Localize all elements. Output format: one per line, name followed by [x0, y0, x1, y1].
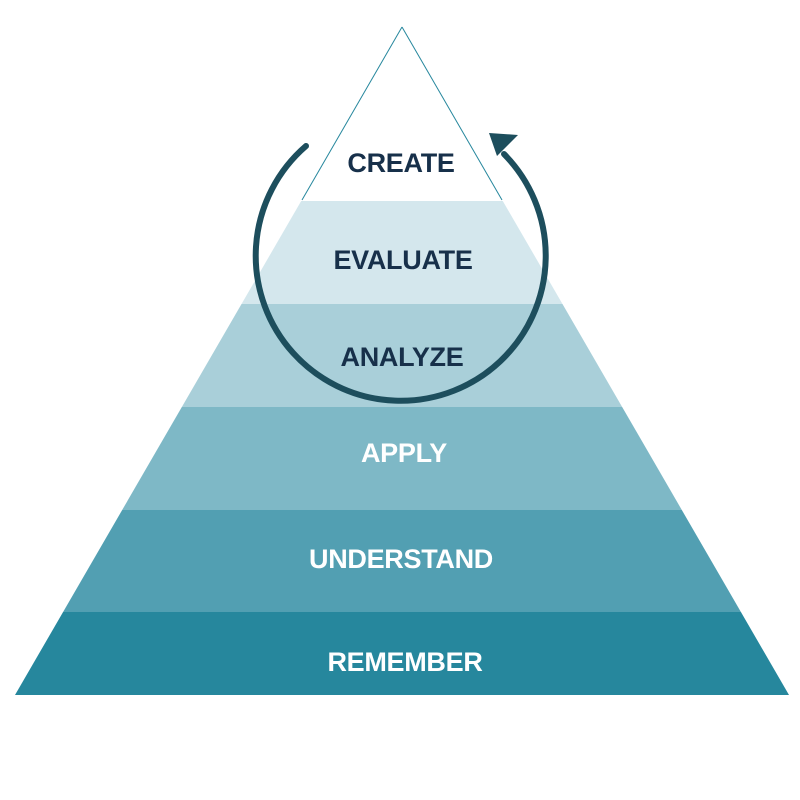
- level-label-create: CREATE: [347, 148, 454, 178]
- pyramid-outline-right: [401, 26, 503, 201]
- cycle-arrow-head: [489, 133, 518, 156]
- pyramid-level-understand: [15, 510, 789, 612]
- level-label-apply: APPLY: [361, 438, 447, 468]
- cycle-arrow-arc: [252, 143, 549, 404]
- level-label-analyze: ANALYZE: [341, 342, 464, 372]
- level-labels: CREATE EVALUATE ANALYZE APPLY UNDERSTAND…: [309, 148, 493, 677]
- level-label-evaluate: EVALUATE: [333, 245, 472, 275]
- pyramid-outline-left: [301, 26, 403, 201]
- level-label-understand: UNDERSTAND: [309, 544, 493, 574]
- cycle-arrow-icon: [252, 133, 549, 404]
- level-label-remember: REMEMBER: [327, 647, 482, 677]
- pyramid-level-remember: [15, 612, 789, 695]
